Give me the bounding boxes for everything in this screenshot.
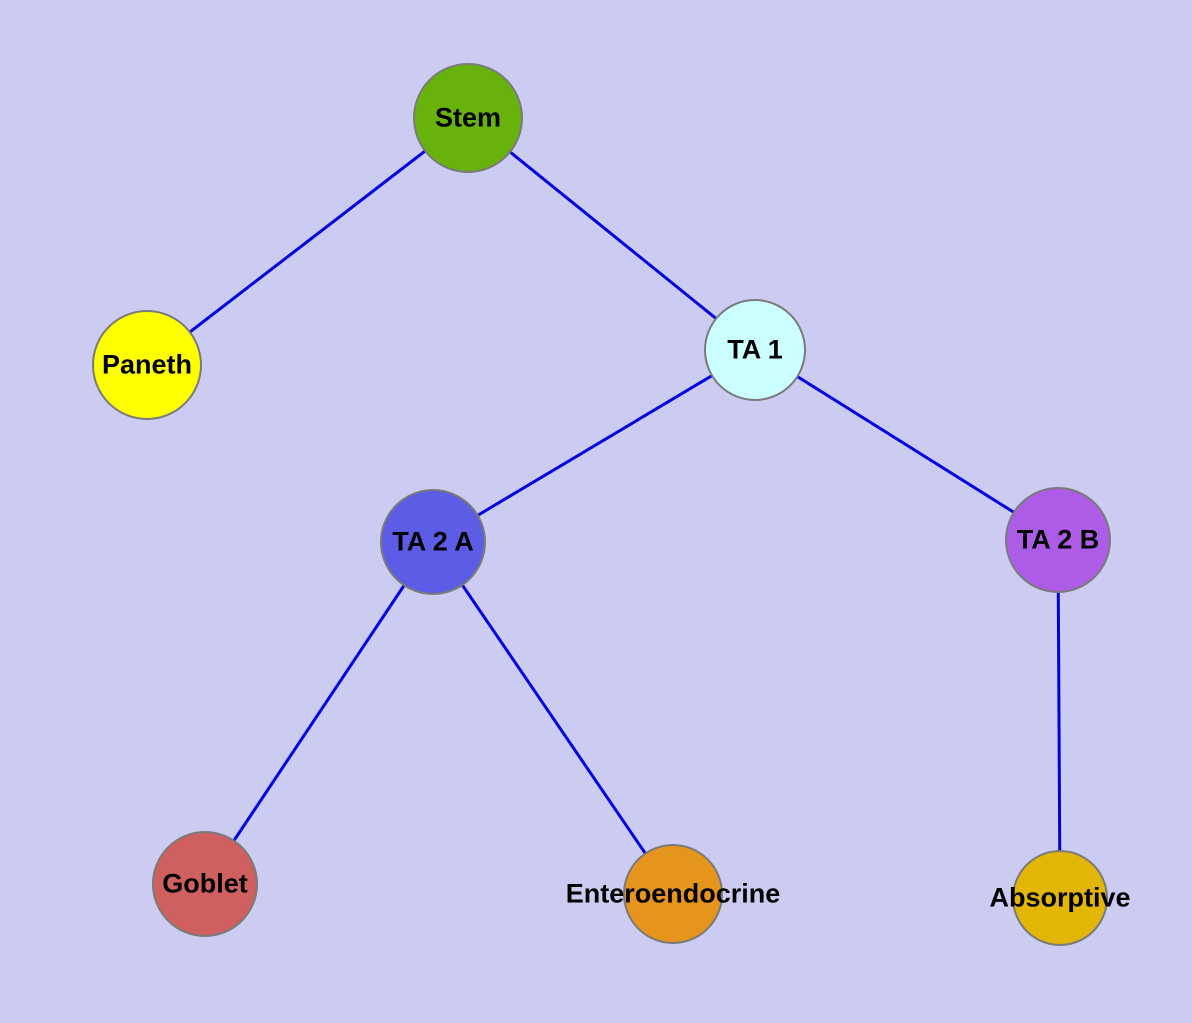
node-ta2b-label: TA 2 B: [1016, 524, 1100, 555]
node-absorptive-label: Absorptive: [989, 882, 1131, 913]
node-ta2b[interactable]: TA 2 B: [1005, 487, 1111, 593]
edge-stem-paneth: [146, 116, 469, 367]
edge-ta2a-goblet: [203, 541, 435, 885]
node-ta2a-label: TA 2 A: [392, 526, 474, 557]
edge-ta1-ta2b: [754, 348, 1059, 542]
node-paneth-label: Paneth: [101, 349, 193, 380]
node-absorptive[interactable]: Absorptive: [989, 850, 1131, 946]
node-enteroendocrine[interactable]: Enteroendocrine: [566, 844, 780, 944]
node-ta2a[interactable]: TA 2 A: [380, 489, 486, 595]
edge-ta2a-enteroendocrine: [431, 541, 675, 895]
node-enteroendocrine-label: Enteroendocrine: [565, 878, 781, 909]
node-stem-label: Stem: [434, 102, 502, 133]
edge-ta2b-absorptive: [1056, 539, 1062, 899]
node-stem[interactable]: Stem: [413, 63, 523, 173]
edge-ta1-ta2a: [432, 348, 756, 544]
node-paneth[interactable]: Paneth: [92, 310, 202, 420]
node-goblet-label: Goblet: [162, 868, 248, 899]
node-ta1-label: TA 1: [727, 334, 783, 365]
node-goblet[interactable]: Goblet: [152, 831, 258, 937]
edge-stem-ta1: [467, 116, 756, 352]
node-ta1[interactable]: TA 1: [704, 299, 806, 401]
